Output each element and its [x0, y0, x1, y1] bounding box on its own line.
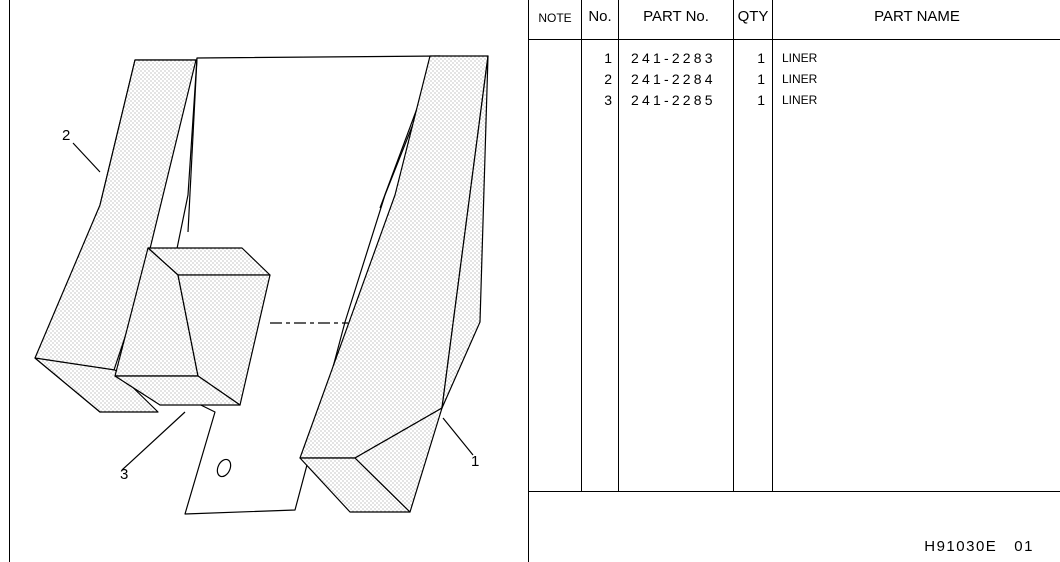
- header-divider: [529, 39, 1060, 40]
- part-name: LINER: [782, 72, 818, 86]
- leader-line-2: [72, 142, 101, 173]
- bracket-edge: [187, 57, 198, 233]
- exploded-parts-drawing: 2 3 1: [10, 0, 528, 562]
- header-qty: QTY: [737, 8, 769, 25]
- part-number: 241-2285: [631, 92, 716, 108]
- quantity: 1: [757, 50, 765, 66]
- quantity: 1: [757, 92, 765, 108]
- quantity: 1: [757, 71, 765, 87]
- row-number: 1: [604, 50, 612, 66]
- header-part-no: PART No.: [643, 8, 709, 25]
- part-name: LINER: [782, 51, 818, 65]
- part-name: LINER: [782, 93, 818, 107]
- column-divider: [733, 0, 734, 492]
- table-row: 3 241-2285 1 LINER: [529, 91, 1060, 112]
- header-part-name: PART NAME: [874, 8, 960, 25]
- mounting-hole: [216, 458, 232, 478]
- table-bottom-divider: [529, 491, 1060, 492]
- part-number: 241-2284: [631, 71, 716, 87]
- table-row: 1 241-2283 1 LINER: [529, 49, 1060, 70]
- row-number: 2: [604, 71, 612, 87]
- frame-left-border: [9, 0, 10, 562]
- row-number: 3: [604, 92, 612, 108]
- liner-assembly-illustration: [34, 55, 489, 515]
- callout-3: 3: [120, 466, 129, 483]
- parts-list-table: NOTE No. PART No. QTY PART NAME 1 241-22…: [528, 0, 1060, 562]
- part-number: 241-2283: [631, 50, 716, 66]
- liner-1-base: [354, 407, 443, 513]
- callout-1: 1: [471, 453, 480, 470]
- liner-1-side: [441, 55, 489, 409]
- callout-2: 2: [62, 127, 71, 144]
- table-row: 2 241-2284 1 LINER: [529, 70, 1060, 91]
- column-divider: [772, 0, 773, 492]
- leader-line-3: [121, 411, 186, 471]
- column-divider: [581, 0, 582, 492]
- drawing-code: H91030E 01: [924, 538, 1034, 555]
- liner-3-bottom: [114, 375, 241, 406]
- column-divider: [618, 0, 619, 492]
- header-no: No.: [588, 8, 612, 25]
- header-note: NOTE: [538, 11, 572, 25]
- liner-2-side: [34, 357, 159, 413]
- leader-line-1: [442, 417, 474, 456]
